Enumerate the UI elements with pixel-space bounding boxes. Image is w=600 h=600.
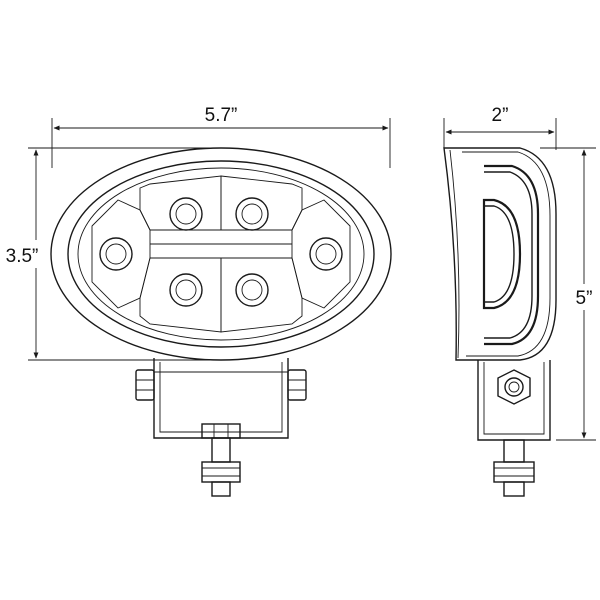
led-top-right <box>235 197 269 231</box>
reflector-cell-left <box>91 199 151 309</box>
mounting-bracket-side <box>477 360 551 497</box>
led-array <box>99 197 343 307</box>
led-right <box>309 237 343 271</box>
reflector-grid <box>91 175 351 333</box>
reflector-cell-bottom-right <box>220 257 303 333</box>
reflector-cell-top-right <box>220 175 303 231</box>
housing-side <box>443 147 557 361</box>
led-bottom-left <box>169 273 203 307</box>
led-top-left <box>169 197 203 231</box>
height-label: 3.5” <box>6 246 39 267</box>
pivot-bolt <box>497 369 531 405</box>
front-view: 5.7” 3.5” <box>0 105 392 497</box>
mounting-bracket-front <box>135 358 307 497</box>
heat-sink-fins <box>482 164 540 346</box>
side-nut-right <box>287 369 307 401</box>
mounting-stud-front <box>201 423 241 497</box>
side-height-dimension: 5” <box>540 147 598 441</box>
width-label: 5.7” <box>205 105 238 126</box>
side-nut-left <box>135 369 155 401</box>
side-view: 2” 5” <box>443 105 598 497</box>
height-dimension: 3.5” <box>0 147 215 361</box>
lens-rim <box>77 167 365 341</box>
housing-inner <box>67 160 375 348</box>
led-left <box>99 237 133 271</box>
reflector-cell-right <box>291 199 351 309</box>
reflector-cell-bottom-left <box>139 257 222 333</box>
width-dimension: 5.7” <box>51 105 391 168</box>
depth-dimension: 2” <box>443 105 557 150</box>
depth-label: 2” <box>492 105 509 126</box>
led-bottom-right <box>235 273 269 307</box>
side-height-label: 5” <box>576 288 593 309</box>
mounting-stud-side <box>493 439 535 497</box>
housing-outer <box>50 147 392 361</box>
